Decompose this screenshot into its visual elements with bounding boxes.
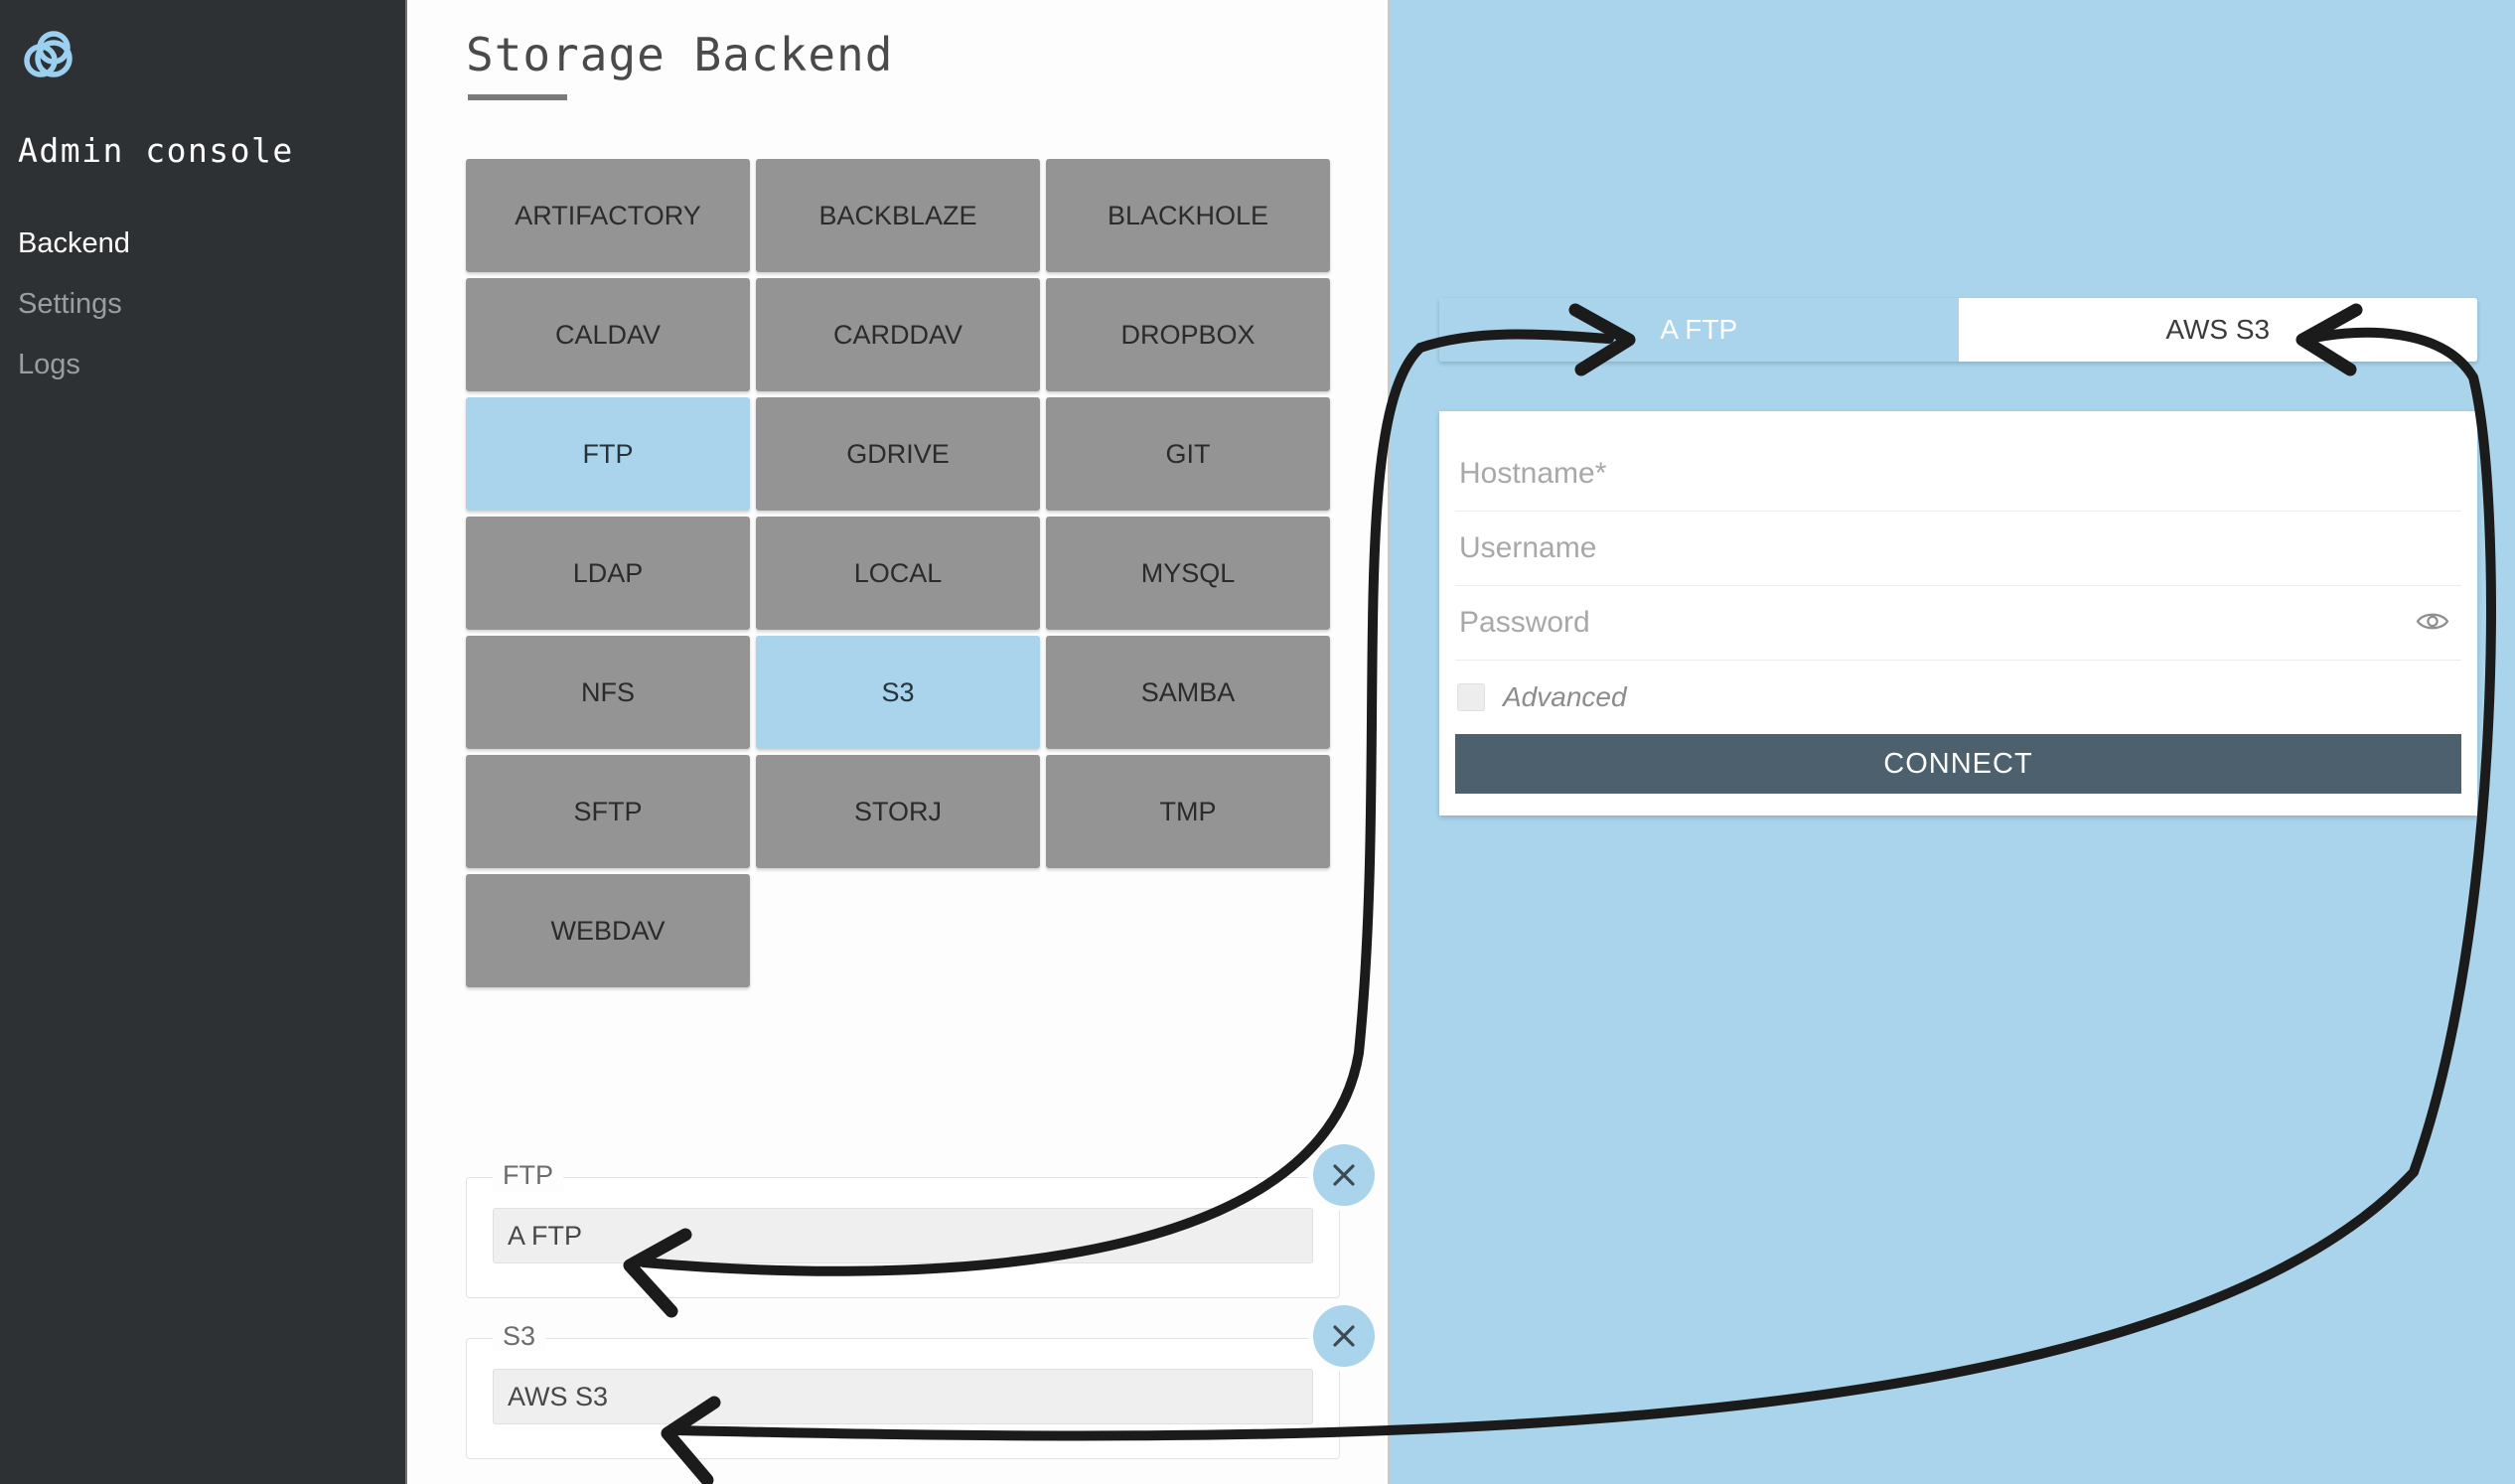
- advanced-checkbox[interactable]: [1457, 683, 1485, 711]
- remove-ftp-button[interactable]: [1313, 1144, 1375, 1206]
- tile-backblaze[interactable]: BACKBLAZE: [756, 159, 1040, 272]
- connect-button[interactable]: CONNECT: [1455, 734, 2461, 794]
- tile-blackhole[interactable]: BLACKHOLE: [1046, 159, 1330, 272]
- hostname-input[interactable]: [1455, 437, 2461, 511]
- brand-title: Admin console: [18, 131, 294, 170]
- backend-tabs: A FTP AWS S3: [1439, 298, 2477, 362]
- fieldset-ftp: FTP: [466, 1144, 1375, 1298]
- tile-samba[interactable]: SAMBA: [1046, 636, 1330, 749]
- toggle-password-visibility-button[interactable]: [2412, 606, 2453, 641]
- eye-icon: [2416, 613, 2449, 637]
- tab-aws-s3[interactable]: AWS S3: [1958, 298, 2477, 362]
- remove-s3-button[interactable]: [1313, 1305, 1375, 1367]
- main-content: Storage Backend ARTIFACTORY BACKBLAZE BL…: [409, 0, 1386, 1484]
- fieldset-ftp-legend: FTP: [493, 1160, 563, 1191]
- s3-label-input[interactable]: [493, 1369, 1313, 1424]
- sidebar-nav: Backend Settings Logs: [18, 214, 385, 395]
- tile-ldap[interactable]: LDAP: [466, 517, 750, 630]
- tile-tmp[interactable]: TMP: [1046, 755, 1330, 868]
- close-icon: [1331, 1162, 1357, 1188]
- title-underline: [468, 94, 567, 100]
- ftp-label-input[interactable]: [493, 1208, 1313, 1263]
- username-input[interactable]: [1455, 512, 2461, 585]
- username-field: [1455, 512, 2461, 586]
- sidebar-item-logs[interactable]: Logs: [18, 349, 80, 380]
- backend-tile-grid: ARTIFACTORY BACKBLAZE BLACKHOLE CALDAV C…: [466, 159, 1340, 987]
- sidebar-item-backend[interactable]: Backend: [18, 227, 130, 259]
- fieldset-s3-legend: S3: [493, 1321, 546, 1352]
- tile-artifactory[interactable]: ARTIFACTORY: [466, 159, 750, 272]
- tab-a-ftp[interactable]: A FTP: [1439, 298, 1959, 362]
- tile-s3[interactable]: S3: [756, 636, 1040, 749]
- close-icon: [1331, 1323, 1357, 1349]
- tile-nfs[interactable]: NFS: [466, 636, 750, 749]
- tile-storj[interactable]: STORJ: [756, 755, 1040, 868]
- hostname-field: [1455, 437, 2461, 512]
- backend-detail-panel: A FTP AWS S3: [1388, 0, 2515, 1484]
- cloud-icon: [18, 28, 95, 92]
- page-title: Storage Backend: [466, 28, 894, 81]
- tile-git[interactable]: GIT: [1046, 397, 1330, 511]
- fieldset-s3: S3: [466, 1305, 1375, 1459]
- tile-sftp[interactable]: SFTP: [466, 755, 750, 868]
- tile-local[interactable]: LOCAL: [756, 517, 1040, 630]
- tile-dropbox[interactable]: DROPBOX: [1046, 278, 1330, 391]
- sidebar-item-settings[interactable]: Settings: [18, 288, 122, 320]
- tile-ftp[interactable]: FTP: [466, 397, 750, 511]
- configured-backends: FTP S3: [466, 1144, 1375, 1484]
- connection-form: Advanced CONNECT: [1439, 411, 2477, 816]
- tile-webdav[interactable]: WEBDAV: [466, 874, 750, 987]
- password-input[interactable]: [1455, 586, 2461, 660]
- tile-mysql[interactable]: MYSQL: [1046, 517, 1330, 630]
- tile-gdrive[interactable]: GDRIVE: [756, 397, 1040, 511]
- advanced-label: Advanced: [1503, 681, 1627, 712]
- password-field: [1455, 586, 2461, 661]
- sidebar: Admin console Backend Settings Logs: [0, 0, 407, 1484]
- tile-caldav[interactable]: CALDAV: [466, 278, 750, 391]
- tile-carddav[interactable]: CARDDAV: [756, 278, 1040, 391]
- advanced-row: Advanced: [1455, 661, 2461, 734]
